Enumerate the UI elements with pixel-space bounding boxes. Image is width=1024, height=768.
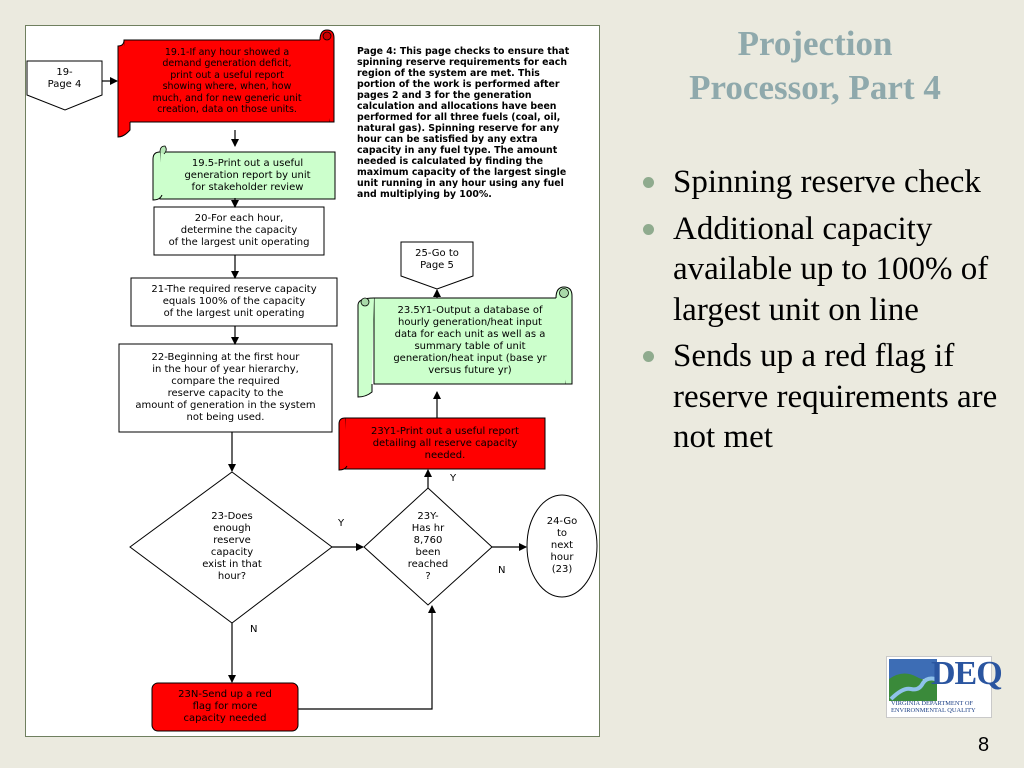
bullet-dot-icon <box>643 177 654 188</box>
flow-arrows <box>102 77 527 710</box>
node-23N-label: 23N-Send up a red flag for more capacity… <box>178 689 272 724</box>
arrow-23N-to-23Y <box>298 605 436 710</box>
bullet-dot-icon <box>643 351 654 362</box>
page-4-note: Page 4: This page checks to ensure that … <box>357 46 570 200</box>
deq-logo: DEQ VIRGINIA DEPARTMENT OF ENVIRONMENTAL… <box>886 655 1003 718</box>
node-21-label: 21-The required reserve capacity equals … <box>151 284 317 319</box>
node-20-shape <box>153 206 325 256</box>
label-23Y-yes: Y <box>450 473 457 484</box>
node-25-label: 25-Go to Page 5 <box>415 248 459 271</box>
deq-logo-text: DEQ <box>931 655 1003 692</box>
label-23-no: N <box>250 624 258 635</box>
node-23-5Y1-shape <box>357 286 573 398</box>
node-19-shape <box>26 60 103 111</box>
label-23Y-no: N <box>498 565 506 576</box>
deq-logo-subtitle: VIRGINIA DEPARTMENT OF ENVIRONMENTAL QUA… <box>891 700 976 714</box>
bullet-text: Spinning reserve check <box>673 164 981 200</box>
bullet-text: Sends up a red flag if reserve requireme… <box>673 338 998 455</box>
node-20-label: 20-For each hour, determine the capacity… <box>168 213 310 248</box>
node-23Y1-shape <box>338 417 546 471</box>
node-21-shape <box>130 277 338 327</box>
node-19-label: 19- Page 4 <box>47 67 82 90</box>
label-23-yes: Y <box>338 518 345 529</box>
bullet-list: Spinning reserve check Additional capaci… <box>640 162 1000 464</box>
bullet-text: Additional capacity available up to 100%… <box>673 210 989 328</box>
node-23Y1-label: 23Y1-Print out a useful report detailing… <box>371 425 519 461</box>
node-19-1-label: 19.1-If any hour showed a demand generat… <box>152 46 302 116</box>
bullet-dot-icon <box>643 223 654 235</box>
bullet-item: Sends up a red flag if reserve requireme… <box>640 336 1000 458</box>
slide-title: Projection Processor, Part 4 <box>689 24 941 107</box>
node-25-shape <box>400 241 474 290</box>
node-23-label: 23-Does enough reserve capacity exist in… <box>202 511 262 582</box>
page-number: 8 <box>978 734 990 756</box>
node-19-5-label: 19.5-Print out a useful generation repor… <box>184 157 311 193</box>
node-19-5-shape <box>152 145 336 201</box>
node-23N-shape <box>151 682 299 732</box>
node-24-label: 24-Go to next hour (23) <box>546 516 578 575</box>
node-22-shape <box>118 343 333 433</box>
node-23Y-label: 23Y- Has hr 8,760 been reached ? <box>407 511 449 582</box>
bullet-item: Spinning reserve check <box>640 162 1000 203</box>
bullet-item: Additional capacity available up to 100%… <box>640 209 1000 331</box>
deq-landscape-icon <box>889 659 937 701</box>
node-19-1-shape <box>117 29 335 138</box>
node-23-5Y1-label: 23.5Y1-Output a database of hourly gener… <box>393 305 547 376</box>
node-22-label: 22-Beginning at the first hour in the ho… <box>135 352 316 423</box>
node-24-shape <box>526 494 598 598</box>
